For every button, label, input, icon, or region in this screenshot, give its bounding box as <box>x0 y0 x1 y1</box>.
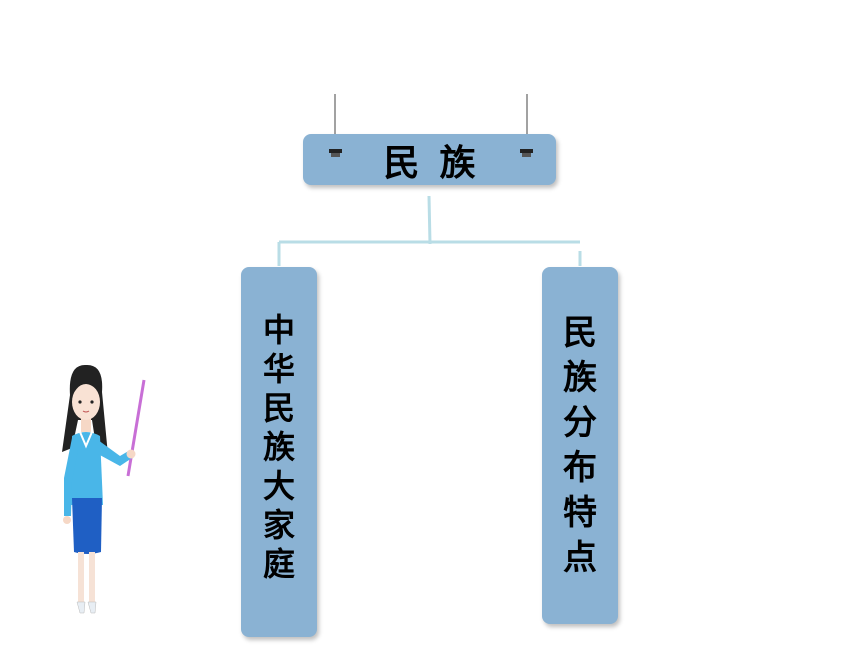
branch-node-right: 民族分布特点 <box>542 267 618 624</box>
branch-label-char: 家 <box>262 506 295 544</box>
root-node: 民族 <box>303 134 556 185</box>
branch-label-char: 分 <box>563 403 597 443</box>
branch-label-char: 民 <box>262 389 295 427</box>
shirt <box>71 432 103 505</box>
branch-label-char: 点 <box>563 538 597 578</box>
branch-label-char: 大 <box>262 467 295 505</box>
root-node-label: 民族 <box>383 142 496 184</box>
pointer-stick <box>126 379 146 477</box>
binder-clip-icon <box>329 149 342 157</box>
branch-label-char: 特 <box>563 493 597 533</box>
branch-label-char: 民 <box>563 313 597 353</box>
binder-clip-icon <box>520 149 533 157</box>
branch-right-label: 民族分布特点 <box>542 311 618 581</box>
branch-label-char: 中 <box>262 311 295 349</box>
branch-node-left: 中华民族大家庭 <box>241 267 317 637</box>
branch-label-char: 华 <box>262 350 295 388</box>
face <box>72 384 100 420</box>
connector-lines <box>277 195 582 266</box>
branch-left-label: 中华民族大家庭 <box>241 311 317 584</box>
branch-label-char: 族 <box>563 358 597 398</box>
branch-label-char: 庭 <box>262 545 295 583</box>
branch-label-char: 族 <box>262 428 295 466</box>
skirt <box>72 498 102 554</box>
branch-label-char: 布 <box>563 448 597 488</box>
